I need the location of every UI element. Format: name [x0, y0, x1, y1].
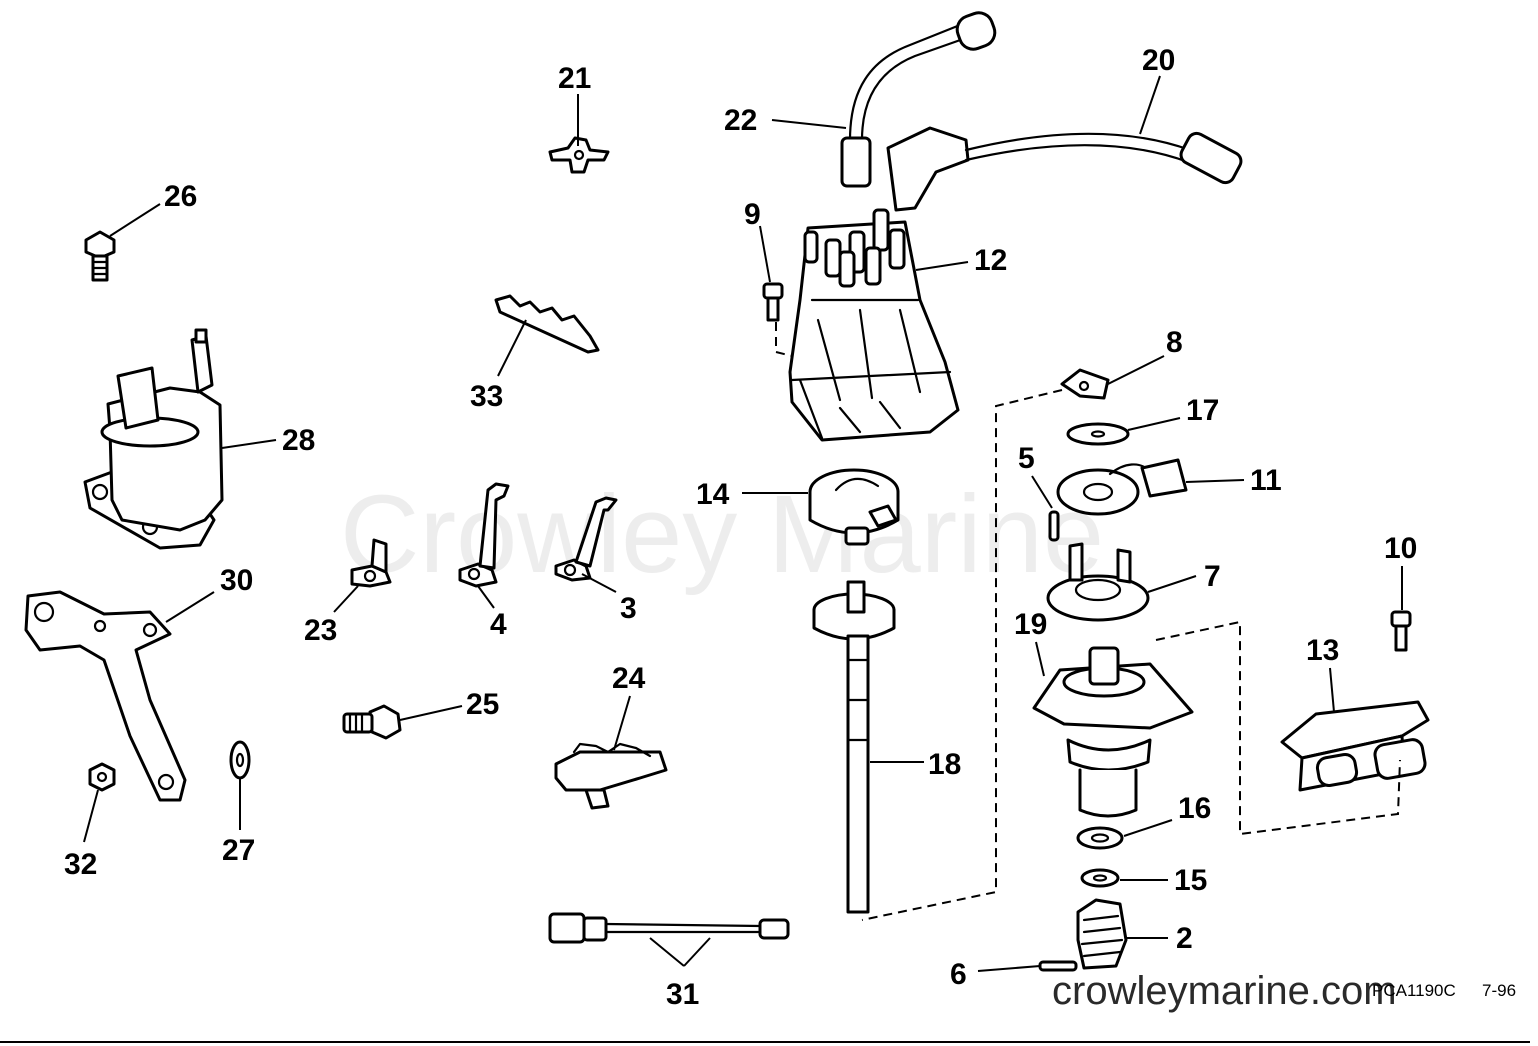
callout-15: 15	[1174, 864, 1207, 897]
callout-3: 3	[620, 592, 637, 625]
callout-4: 4	[490, 608, 507, 641]
part-17-washer[interactable]	[1066, 422, 1130, 446]
part-25-bolt[interactable]	[342, 704, 402, 740]
callout-24: 24	[612, 662, 646, 695]
callout-23: 23	[304, 614, 337, 647]
part-16-washer[interactable]	[1076, 826, 1124, 850]
part-26-screw[interactable]	[84, 230, 116, 282]
part-19-housing[interactable]	[1032, 646, 1194, 818]
revision-date: 7-96	[1482, 981, 1516, 1000]
part-23-ground-strap[interactable]	[350, 538, 392, 588]
callout-2: 2	[1176, 922, 1193, 955]
callout-14: 14	[696, 478, 730, 511]
callout-18: 18	[928, 748, 961, 781]
callout-6: 6	[950, 958, 967, 991]
part-28-ignition-coil[interactable]	[83, 328, 224, 550]
part-4-bracket[interactable]	[458, 482, 510, 588]
site-watermark: crowleymarine.com	[1052, 969, 1397, 1013]
callout-20: 20	[1142, 44, 1175, 77]
callout-31: 31	[666, 978, 699, 1011]
callout-5: 5	[1018, 442, 1035, 475]
part-15-washer[interactable]	[1080, 868, 1120, 888]
callout-30: 30	[220, 564, 253, 597]
callout-25: 25	[466, 688, 499, 721]
part-11-pickup-coil[interactable]	[1056, 458, 1188, 516]
callout-33: 33	[470, 380, 503, 413]
callout-labels: 22 20 21 26 9 12 33 28 30 32 27 23 4 3 2…	[64, 44, 1417, 1011]
callout-21: 21	[558, 62, 591, 95]
part-24-connector[interactable]	[554, 742, 668, 810]
part-8-retainer-plate[interactable]	[1060, 368, 1110, 400]
part-2-drive-gear[interactable]	[1076, 898, 1128, 970]
callout-32: 32	[64, 848, 97, 881]
callout-8: 8	[1166, 326, 1183, 359]
part-22-plug-wire-boot[interactable]	[840, 9, 999, 188]
callout-12: 12	[974, 244, 1007, 277]
part-32-nut[interactable]	[88, 762, 116, 792]
figure-code: PCA1190C	[1372, 981, 1456, 1000]
part-12-distributor-cap[interactable]	[788, 208, 960, 442]
part-18-shaft[interactable]	[812, 580, 896, 914]
part-5-pin[interactable]	[1048, 510, 1060, 542]
callout-28: 28	[282, 424, 315, 457]
callout-16: 16	[1178, 792, 1211, 825]
callout-10: 10	[1384, 532, 1417, 565]
part-31-wire-harness[interactable]	[548, 912, 790, 944]
callout-22: 22	[724, 104, 757, 137]
alignment-lines	[775, 322, 1401, 921]
part-27-washer[interactable]	[229, 740, 251, 780]
part-9-screw[interactable]	[762, 282, 784, 322]
callout-19: 19	[1014, 608, 1047, 641]
part-10-screw[interactable]	[1390, 610, 1412, 652]
part-3-bracket[interactable]	[554, 496, 618, 582]
part-7-pole-piece[interactable]	[1046, 542, 1150, 622]
callout-11: 11	[1250, 464, 1282, 497]
part-13-ignition-module[interactable]	[1280, 700, 1430, 792]
callout-26: 26	[164, 180, 197, 213]
callout-27: 27	[222, 834, 255, 867]
part-21-spring-clip[interactable]	[548, 136, 610, 174]
callout-17: 17	[1186, 394, 1219, 427]
callout-9: 9	[744, 198, 761, 231]
leader-lines	[83, 75, 1403, 972]
part-30-coil-bracket[interactable]	[24, 590, 187, 802]
part-14-rotor[interactable]	[808, 468, 900, 546]
part-20-plug-wire[interactable]	[886, 126, 1244, 212]
callout-13: 13	[1306, 634, 1339, 667]
callout-7: 7	[1204, 560, 1221, 593]
part-33-wire-retainer[interactable]	[494, 294, 600, 354]
